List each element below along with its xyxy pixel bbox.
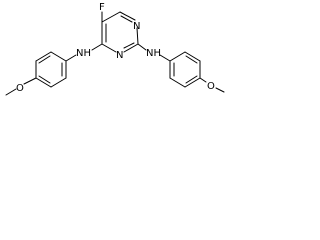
left-phenyl-ring xyxy=(35,51,67,88)
bond-c6-n1-inner xyxy=(120,15,133,23)
lring-b4-inner xyxy=(38,75,51,84)
bond-o-methyl-right xyxy=(215,87,225,93)
oxygen-right-label: O xyxy=(207,81,215,92)
rring-b2 xyxy=(184,51,201,62)
lring-b1 xyxy=(50,51,67,62)
bond-n1-c2 xyxy=(136,27,139,45)
nh-left-label: NH xyxy=(76,48,91,59)
rring-b2-inner xyxy=(185,55,198,64)
rring-b4-inner xyxy=(185,75,198,84)
fluorine-label: F xyxy=(99,2,105,13)
bond-o-methyl-left xyxy=(5,88,17,96)
lring-b4 xyxy=(35,77,52,88)
lring-b2 xyxy=(35,51,52,62)
lring-b2-inner xyxy=(38,55,51,64)
pyrimidine-ring xyxy=(101,11,139,53)
bond-c6-n1 xyxy=(119,11,136,21)
molecule-structure: F N N NH NH O O xyxy=(5,2,225,96)
bond-n3-c4 xyxy=(101,43,117,53)
rring-b1 xyxy=(169,51,186,62)
right-phenyl-ring xyxy=(169,51,201,88)
bond-c5-c6 xyxy=(101,11,121,23)
rring-b5 xyxy=(169,77,186,88)
bond-nh-right-ring xyxy=(159,54,171,62)
bond-c2-nh-right xyxy=(137,43,147,51)
bond-c2-n3-inner xyxy=(123,42,135,49)
ring-nitrogen-bottom-label: N xyxy=(116,50,123,61)
bond-rring-o xyxy=(199,77,207,83)
bond-nh-left-ring xyxy=(65,54,77,62)
bond-c2-n3 xyxy=(123,43,139,53)
bond-lring-o xyxy=(23,77,37,85)
bond-c4-nh-left xyxy=(91,43,103,51)
ring-nitrogen-top-label: N xyxy=(133,21,140,32)
oxygen-left-label: O xyxy=(16,83,24,94)
lring-b5 xyxy=(50,77,67,88)
rring-b4 xyxy=(184,77,201,88)
nh-right-label: NH xyxy=(146,48,161,59)
